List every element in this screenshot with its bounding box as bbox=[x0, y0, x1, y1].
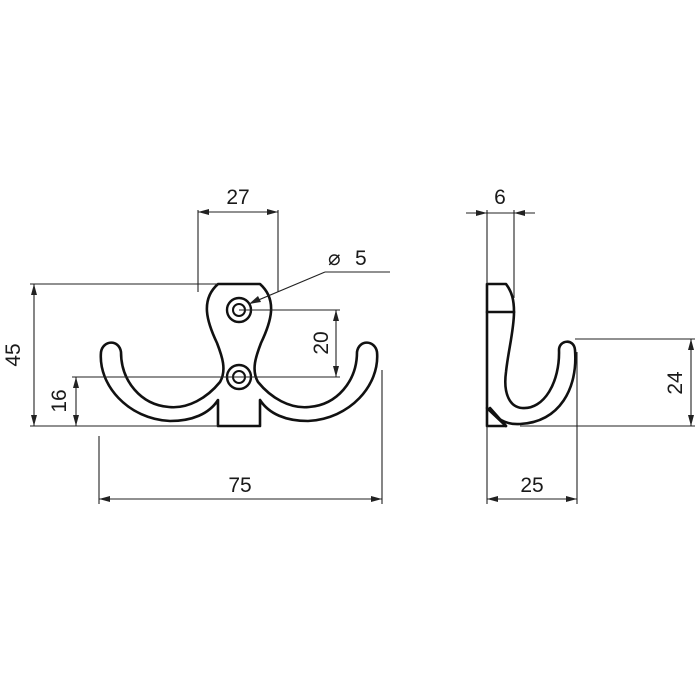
plate-width-label: 27 bbox=[226, 186, 249, 209]
total-height-label: 45 bbox=[2, 343, 25, 366]
front-hook-outline bbox=[99, 282, 379, 428]
dim-depth: 25 bbox=[486, 352, 578, 504]
dim-hook-height: 24 bbox=[520, 338, 695, 427]
dim-plate-width: 27 bbox=[197, 186, 279, 292]
dim-total-height: 45 bbox=[2, 283, 218, 427]
hook-height-label: 24 bbox=[664, 371, 687, 395]
dim-hole-spacing: 20 bbox=[239, 309, 340, 378]
dim-total-width: 75 bbox=[98, 370, 383, 504]
diameter-symbol: ⌀ bbox=[328, 247, 341, 270]
side-plate-base-edge bbox=[485, 406, 508, 428]
dim-hole-diameter: ⌀ 5 bbox=[248, 247, 390, 305]
dim-lower-hole-height: 16 bbox=[48, 376, 239, 426]
total-width-label: 75 bbox=[228, 474, 251, 497]
hole-diameter-label: 5 bbox=[355, 247, 367, 270]
dim-plate-thickness: 6 bbox=[466, 186, 535, 298]
front-view: 27 ⌀ 5 20 45 bbox=[2, 186, 390, 504]
plate-thickness-label: 6 bbox=[494, 186, 506, 209]
depth-label: 25 bbox=[520, 474, 543, 497]
side-hook-outline bbox=[485, 282, 577, 428]
lower-hole-height-label: 16 bbox=[48, 389, 71, 412]
hole-spacing-label: 20 bbox=[310, 331, 333, 354]
side-view: 6 24 25 bbox=[466, 186, 695, 504]
